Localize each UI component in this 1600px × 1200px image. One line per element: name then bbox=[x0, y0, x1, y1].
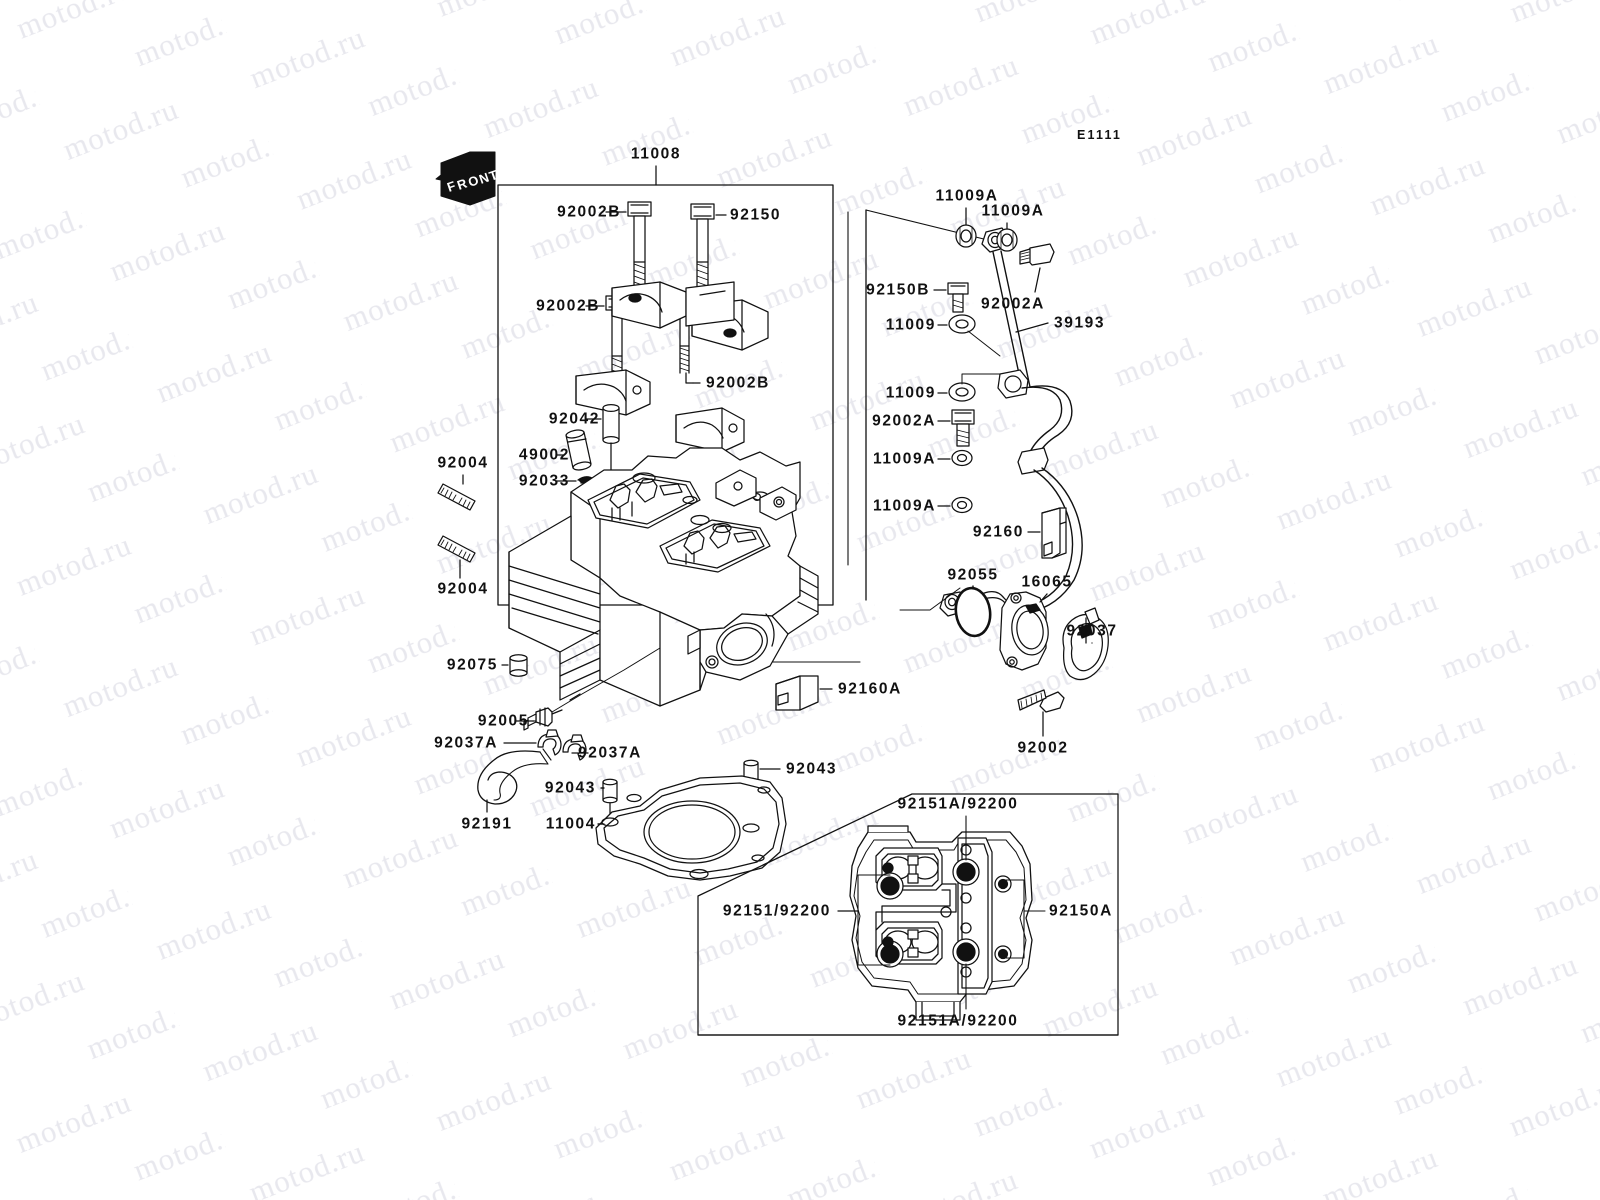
label-cover-92150a: 92150A bbox=[1049, 902, 1113, 920]
camshaft-cap-4 bbox=[675, 407, 745, 453]
label-washer-11009a-4: 11009A bbox=[872, 497, 936, 515]
bolt-92002a-top bbox=[1019, 243, 1055, 293]
damper-92160 bbox=[1027, 507, 1067, 559]
holder-16065 bbox=[999, 591, 1049, 671]
label-stud-92004-upper: 92004 bbox=[437, 454, 489, 472]
bolt-92150b bbox=[933, 282, 969, 313]
front-arrow-icon: F R O N T bbox=[435, 151, 500, 206]
label-clip-92033: 92033 bbox=[518, 472, 570, 490]
label-holder-16065: 16065 bbox=[1021, 573, 1073, 591]
label-washer-11009a-2: 11009A bbox=[981, 202, 1045, 220]
label-inset-92151-92200-left: 92151/92200 bbox=[722, 902, 831, 920]
gasket-11004 bbox=[595, 775, 787, 881]
label-bolt-92002: 92002 bbox=[1017, 739, 1069, 757]
camshaft-cap-1 bbox=[611, 281, 687, 329]
washer-11009a-2 bbox=[996, 222, 1018, 252]
label-washer-11009-2: 11009 bbox=[885, 384, 936, 402]
bolt-92002a-lower bbox=[937, 409, 975, 447]
label-bolt-92150: 92150 bbox=[730, 206, 782, 224]
valve-cover-92150a bbox=[849, 825, 1033, 1021]
label-hose-92191: 92191 bbox=[461, 815, 513, 833]
label-fitting-92005: 92005 bbox=[477, 712, 529, 730]
label-pipe-39193: 39193 bbox=[1054, 314, 1106, 332]
label-guide-49002: 49002 bbox=[518, 446, 570, 464]
label-clamp-92037a-left: 92037A bbox=[434, 734, 498, 752]
label-bolt-92002b-left: 92002B bbox=[536, 297, 600, 315]
bolt-92002 bbox=[1017, 689, 1065, 737]
label-bolt-92150b: 92150B bbox=[866, 281, 930, 299]
washer-11009a-1 bbox=[955, 207, 977, 248]
label-bolt-92002a-lower: 92002A bbox=[872, 412, 936, 430]
stud-92004-upper bbox=[437, 474, 476, 511]
label-damper-92160: 92160 bbox=[972, 523, 1024, 541]
plug-92075 bbox=[501, 654, 528, 677]
label-clamp-92037a-right: 92037A bbox=[578, 744, 642, 762]
damper-92160a bbox=[775, 675, 833, 711]
washer-11009-1 bbox=[937, 314, 1001, 357]
label-bolt-92002b-top: 92002B bbox=[557, 203, 621, 221]
label-oring-92055: 92055 bbox=[947, 566, 999, 584]
washer-11009a-4 bbox=[937, 496, 973, 514]
hose-92191 bbox=[477, 748, 552, 813]
stud-92004-lower bbox=[437, 535, 476, 579]
label-inset-92151a-92200-bottom: 92151A/92200 bbox=[897, 1012, 1019, 1030]
label-washer-11009a-3: 11009A bbox=[872, 450, 936, 468]
group-box-oilpipe bbox=[847, 209, 1001, 601]
label-dowel-92043-left: 92043 bbox=[544, 779, 596, 797]
label-damper-92160a: 92160A bbox=[838, 680, 902, 698]
washer-11009-2 bbox=[937, 373, 1001, 402]
label-clamp-92037: 92037 bbox=[1066, 622, 1118, 640]
label-washer-11009-1: 11009 bbox=[885, 316, 936, 334]
label-inset-92151a-92200-top: 92151A/92200 bbox=[897, 795, 1019, 813]
label-stud-92004-lower: 92004 bbox=[437, 580, 489, 598]
label-pin-92042: 92042 bbox=[548, 410, 600, 428]
label-plug-92075: 92075 bbox=[446, 656, 498, 674]
label-gasket-11004: 11004 bbox=[545, 815, 596, 833]
label-bolt-92002a-top: 92002A bbox=[981, 295, 1045, 313]
label-head-assembly: 11008 bbox=[630, 145, 682, 163]
washer-11009a-3 bbox=[937, 449, 973, 467]
label-dowel-92043-right: 92043 bbox=[786, 760, 838, 778]
bolt-92150 bbox=[690, 203, 727, 295]
label-bolt-92002b-lower: 92002B bbox=[706, 374, 770, 392]
diagram-code: E1111 bbox=[1077, 128, 1123, 142]
